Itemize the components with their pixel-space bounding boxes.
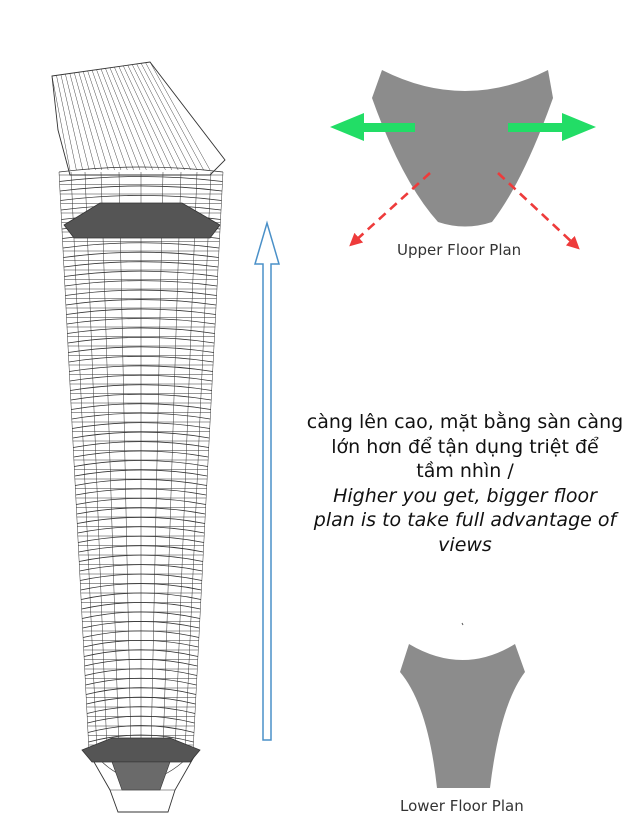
lower-floor-plan-shape: [400, 644, 525, 788]
left-green-arrow: [330, 113, 415, 141]
upper-floor-plan-label: Upper Floor Plan: [397, 241, 522, 259]
description-vi-line-2: lớn hơn để tận dụng triệt để: [331, 435, 599, 458]
right-red-dashed-arrow: [497, 172, 580, 250]
description-vi-line-3: tầm nhìn /: [416, 460, 514, 482]
description-en-line-1: Higher you get, bigger floor: [333, 484, 597, 507]
right-green-arrow: [508, 113, 596, 141]
description-text: càng lên cao, mặt bằng sàn càng lớn hơn …: [298, 410, 632, 557]
upper-floor-plan-shape: [372, 70, 553, 227]
description-vi-line-1: càng lên cao, mặt bằng sàn càng: [306, 411, 624, 433]
small-mark: [461, 622, 464, 626]
description-en-line-3: views: [438, 533, 492, 556]
left-red-dashed-arrow: [349, 172, 431, 247]
blue-up-arrow: [253, 220, 281, 741]
lower-floor-plan-label: Lower Floor Plan: [400, 797, 524, 815]
description-en-line-2: plan is to take full advantage of: [313, 509, 617, 531]
